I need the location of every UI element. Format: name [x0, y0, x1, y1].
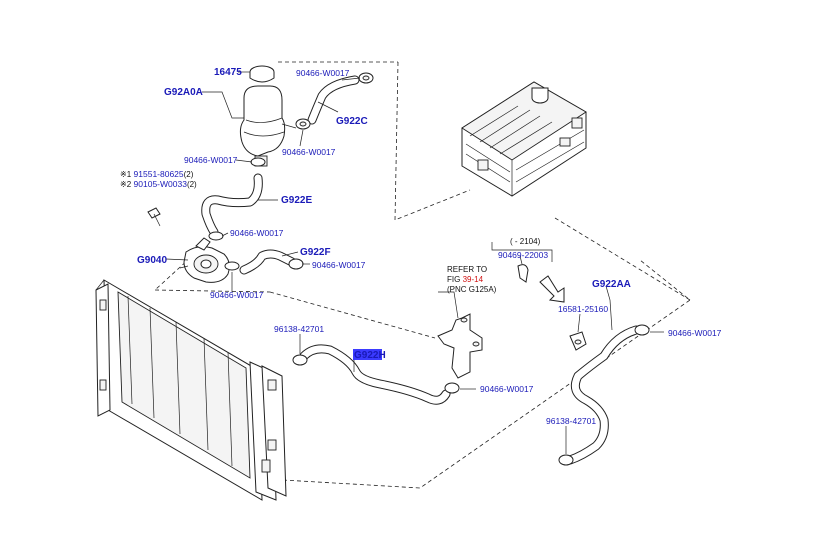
label-clamp-h-right[interactable]: 90466-W0017 [480, 384, 534, 394]
clamp-e[interactable] [208, 231, 224, 241]
clamp-h-right[interactable] [444, 382, 460, 394]
label-clamp-e[interactable]: 90466-W0017 [230, 228, 284, 238]
label-bolt-2[interactable]: ※2 90105-W0033(2) [120, 179, 197, 189]
clamp-aa-bottom[interactable] [558, 454, 574, 466]
label-refer-line3: (PNC G125A) [447, 285, 497, 294]
reference-part [437, 313, 483, 379]
label-refer-line1: REFER TO [447, 265, 487, 274]
clamp-reservoir-mid[interactable] [295, 118, 311, 130]
hose-g922aa[interactable] [565, 325, 641, 465]
clamp-reservoir[interactable] [250, 157, 266, 167]
clamp-h-left[interactable] [292, 354, 308, 366]
hose-g922c[interactable] [307, 75, 360, 125]
part-labels: 16475 G92A0A 90466-W0017 G922C 90466-W00… [120, 67, 722, 426]
clamp-pump[interactable] [224, 261, 240, 271]
hose-g922f[interactable] [239, 249, 297, 275]
label-reservoir-cap[interactable]: 16475 [214, 67, 242, 78]
label-hose-c[interactable]: G922C [336, 116, 368, 127]
label-clamp-pump[interactable]: 90466-W0017 [210, 290, 264, 300]
bolt[interactable] [147, 207, 161, 227]
label-clamp-aa[interactable]: 90466-W0017 [668, 328, 722, 338]
label-clamp-reservoir[interactable]: 90466-W0017 [184, 155, 238, 165]
reservoir-cap[interactable] [249, 65, 275, 83]
clamp-top[interactable] [358, 72, 374, 84]
hose-g922h[interactable] [299, 344, 451, 405]
label-clamp-top[interactable]: 90466-W0017 [296, 68, 350, 78]
hose-h-highlight [353, 349, 382, 360]
label-refer-line2[interactable]: FIG 39-14 [447, 275, 484, 284]
leader-lines [165, 71, 664, 454]
hose-g922e[interactable] [201, 173, 263, 237]
label-hose-f[interactable]: G922F [300, 247, 331, 258]
radiator [95, 279, 287, 501]
label-date-range: ( - 2104) [510, 237, 541, 246]
label-hose-h[interactable]: G922H [354, 350, 386, 361]
direction-arrow [539, 275, 565, 303]
label-clamp-aa-bottom[interactable]: 96138-42701 [546, 416, 596, 426]
clamp-f[interactable] [288, 258, 304, 270]
label-clamp-reservoir-mid[interactable]: 90466-W0017 [282, 147, 336, 157]
label-clamp-f[interactable]: 90466-W0017 [312, 260, 366, 270]
label-reservoir[interactable]: G92A0A [164, 87, 203, 98]
label-clamp-h-left[interactable]: 96138-42701 [274, 324, 324, 334]
refer-fig-link: 39-14 [463, 275, 484, 284]
label-clip[interactable]: 90469-22003 [498, 250, 548, 260]
inverter-unit [461, 81, 587, 197]
label-hose-e[interactable]: G922E [281, 195, 312, 206]
water-pump[interactable] [179, 237, 230, 283]
clamp-aa[interactable] [634, 324, 650, 336]
bracket[interactable] [569, 331, 587, 351]
clip[interactable] [517, 264, 529, 283]
label-pump[interactable]: G9040 [137, 255, 167, 266]
label-bolt-1[interactable]: ※1 91551-80625(2) [120, 169, 194, 179]
label-bracket[interactable]: 16581-25160 [558, 304, 608, 314]
label-hose-aa[interactable]: G922AA [592, 279, 631, 290]
